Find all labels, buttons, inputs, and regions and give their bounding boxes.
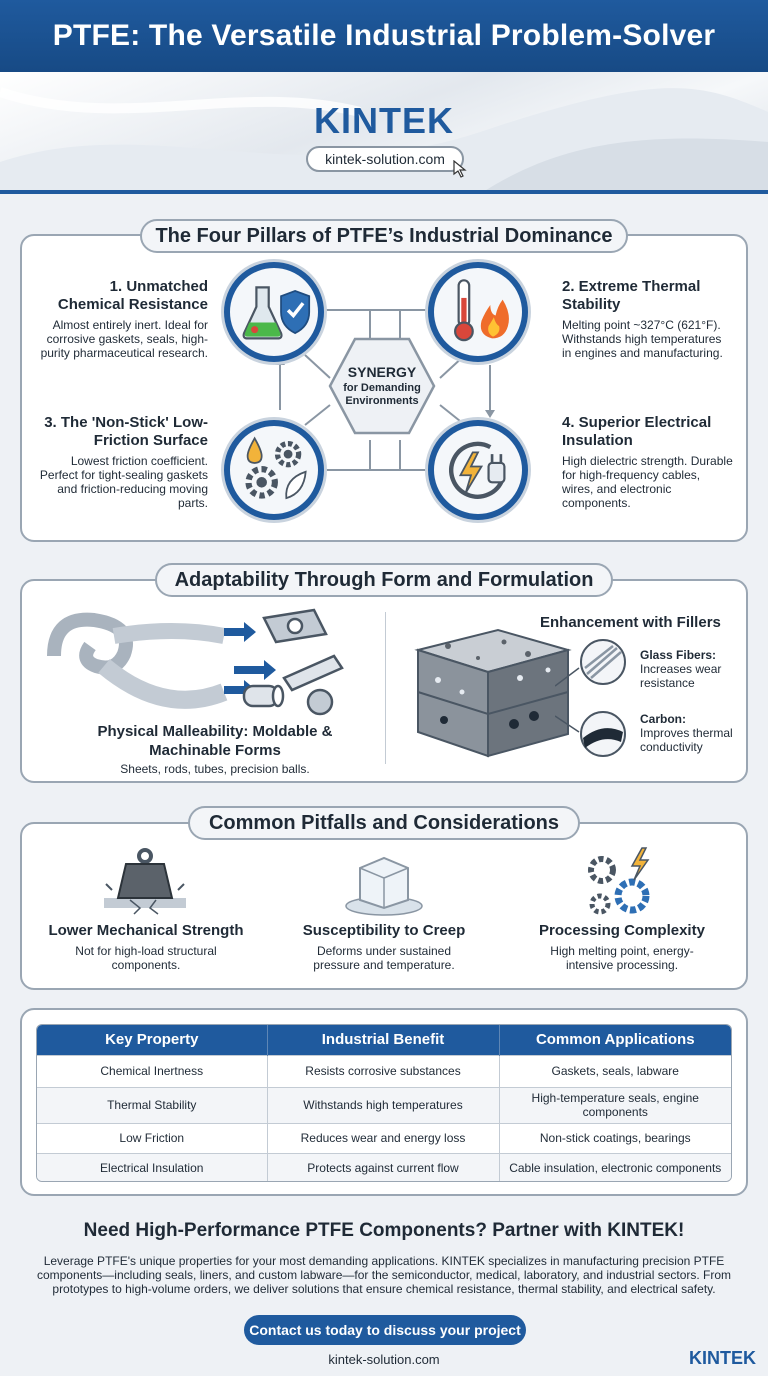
pitfall-2-heading: Susceptibility to Creep [302, 922, 466, 939]
section-divider [385, 612, 386, 764]
table-cell: Protects against current flow [267, 1152, 500, 1181]
table-header: Industrial Benefit [267, 1025, 500, 1055]
filler-composite-block [414, 628, 572, 758]
page-title: PTFE: The Versatile Industrial Problem-S… [0, 0, 768, 72]
pillar-2-heading: 2. Extreme Thermal Stability [562, 278, 701, 313]
filler-connectors [555, 639, 626, 757]
pillar-2-text: Melting point ~327°C (621°F). Withstands… [562, 318, 723, 360]
table-cell: Chemical Inertness [37, 1054, 268, 1087]
properties-table: Key Property Industrial Benefit Common A… [37, 1025, 731, 1181]
malleability-text: Sheets, rods, tubes, precision balls. [120, 762, 310, 776]
melting-ice-icon [345, 856, 423, 916]
table-cell: High-temperature seals, engine component… [499, 1086, 731, 1123]
table-cell: Gaskets, seals, labware [499, 1054, 731, 1087]
gears-droplet-icon [224, 420, 324, 520]
pitfall-3-text: High melting point, energy-intensive pro… [550, 944, 694, 972]
filler-glass-text: Increases wear resistance [640, 662, 722, 690]
electric-plug-icon [428, 420, 528, 520]
filler-glass-name: Glass Fibers: [640, 648, 717, 662]
pillars-title: The Four Pillars of PTFE’s Industrial Do… [140, 219, 628, 253]
synergy-hexagon [328, 337, 436, 435]
wave-decoration [0, 87, 768, 194]
table-header-row: Key Property Industrial Benefit Common A… [37, 1025, 731, 1055]
pitfall-1-text: Not for high-load structural components. [75, 944, 217, 972]
pitfalls-title: Common Pitfalls and Considerations [188, 806, 580, 840]
table-header: Common Applications [499, 1025, 731, 1055]
fillers-heading: Enhancement with Fillers [540, 614, 721, 631]
pillar-4-text: High dielectric strength. Durable for hi… [562, 454, 733, 510]
table-cell: Thermal Stability [37, 1086, 268, 1123]
synergy-title: SYNERGY [347, 364, 417, 380]
header-divider [0, 190, 768, 194]
gears-lightning-icon [588, 847, 650, 915]
footer-logo: KINTEK [689, 1348, 756, 1368]
table-cell: Non-stick coatings, bearings [499, 1122, 731, 1153]
table-cell: Resists corrosive substances [267, 1054, 500, 1087]
table-header: Key Property [37, 1025, 268, 1055]
pillar-4-heading: 4. Superior Electrical Insulation [562, 414, 712, 449]
table-row: Chemical Inertness Resists corrosive sub… [37, 1054, 731, 1087]
ptfe-forms-illustration [47, 608, 344, 716]
cta-body: Leverage PTFE's unique properties for yo… [36, 1254, 732, 1296]
table-cell: Electrical Insulation [37, 1152, 268, 1181]
filler-carbon-name: Carbon: [640, 712, 686, 726]
table-cell: Reduces wear and energy loss [267, 1122, 500, 1153]
pitfall-1-heading: Lower Mechanical Strength [48, 922, 244, 939]
cursor-icon [453, 160, 467, 178]
table-row: Low Friction Reduces wear and energy los… [37, 1122, 731, 1153]
filler-carbon: Carbon: Improves thermal conductivity [640, 712, 745, 754]
chemical-resistance-icon [224, 262, 324, 362]
hero-banner [0, 72, 768, 194]
cta-title: Need High-Performance PTFE Components? P… [83, 1220, 685, 1241]
pitfall-2-text: Deforms under sustained pressure and tem… [313, 944, 455, 972]
footer-url[interactable]: kintek-solution.com [328, 1352, 440, 1367]
table-cell: Cable insulation, electronic components [499, 1152, 731, 1181]
pillar-3-heading: 3. The 'Non-Stick' Low-Friction Surface [44, 414, 208, 449]
synergy-subtitle: for Demanding Environments [343, 382, 421, 407]
table-row: Thermal Stability Withstands high temper… [37, 1086, 731, 1123]
website-link[interactable]: kintek-solution.com [306, 146, 464, 172]
table-cell: Low Friction [37, 1122, 268, 1153]
pitfall-3-heading: Processing Complexity [539, 922, 705, 939]
pillar-1-heading: 1. Unmatched Chemical Resistance [57, 278, 208, 313]
table-row: Electrical Insulation Protects against c… [37, 1152, 731, 1181]
adaptability-title: Adaptability Through Form and Formulatio… [155, 563, 613, 597]
synergy-label: SYNERGY for Demanding Environments [328, 364, 436, 408]
filler-glass-fibers: Glass Fibers: Increases wear resistance [640, 648, 745, 690]
pillar-1-text: Almost entirely inert. Ideal for corrosi… [40, 318, 208, 360]
malleability-heading: Physical Malleability: Moldable & Machin… [97, 723, 333, 759]
properties-table-wrap: Key Property Industrial Benefit Common A… [36, 1024, 732, 1182]
weight-icon [104, 848, 186, 915]
thermometer-flame-icon [428, 262, 528, 362]
pillar-3-text: Lowest friction coefficient. Perfect for… [39, 454, 208, 510]
contact-button[interactable]: Contact us today to discuss your project [244, 1315, 526, 1345]
table-cell: Withstands high temperatures [267, 1086, 500, 1123]
filler-carbon-text: Improves thermal conductivity [640, 726, 733, 754]
kintek-logo: KINTEK [314, 100, 454, 141]
